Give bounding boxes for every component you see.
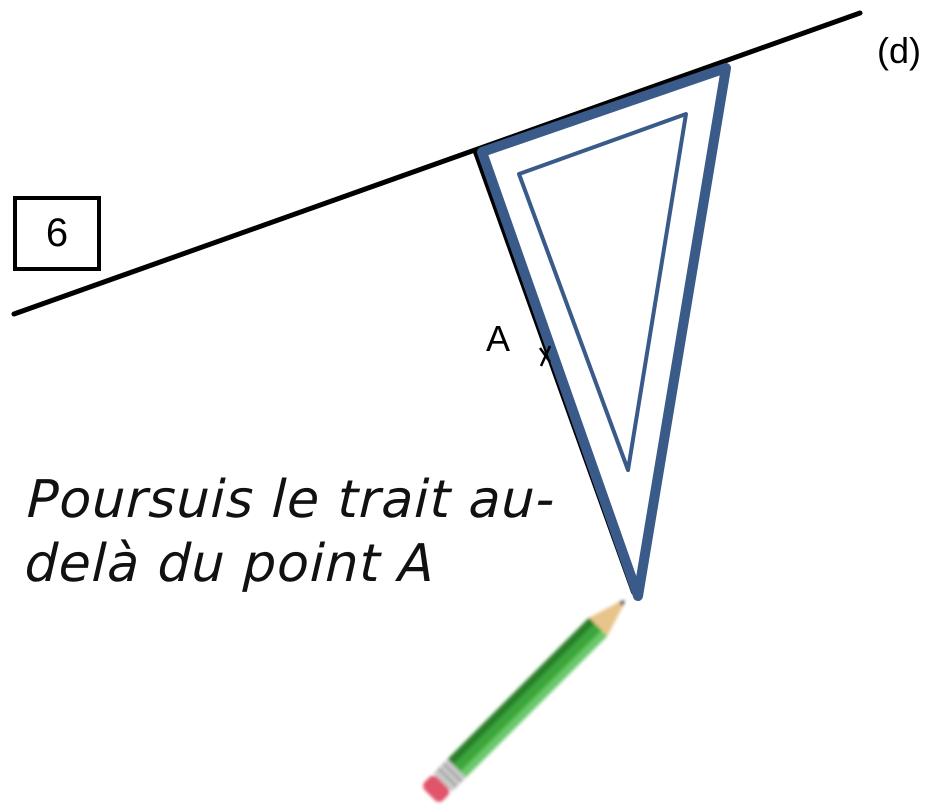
instruction-line-1: Poursuis le trait au-: [26, 470, 557, 530]
instruction-line-2: delà du point A: [23, 534, 436, 594]
point-a-label: A: [486, 318, 511, 359]
step-number-box: 6: [13, 196, 101, 271]
point-a-mark: [538, 345, 552, 367]
line-d-label: (d): [877, 30, 921, 71]
pencil-icon: [423, 600, 625, 802]
step-number: 6: [45, 211, 69, 255]
line-d: [11, 10, 863, 317]
set-square-icon: [477, 63, 731, 601]
instruction-text: Poursuis le trait au- delà du point A: [24, 468, 588, 596]
